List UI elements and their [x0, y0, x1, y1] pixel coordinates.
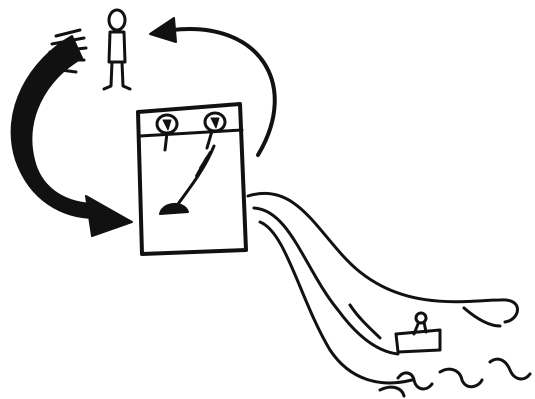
stick-figure-body [107, 30, 127, 64]
boat-mast [412, 320, 428, 336]
right-seal-mark [210, 117, 220, 129]
boat-top [414, 311, 428, 325]
wave-1 [396, 371, 434, 391]
thick-arrow-shaft [10, 35, 97, 219]
thin-arrow-shaft [170, 26, 277, 157]
stream-line-outer-top [246, 192, 519, 324]
left-seal-ribbon [163, 131, 169, 152]
wave-4 [378, 385, 406, 398]
small-boat-icon [394, 311, 442, 354]
stick-figure-head [107, 8, 127, 32]
document-with-seals-and-quill-icon [136, 102, 248, 256]
quill-feather-barbs [195, 151, 211, 177]
thick-arrow-head [85, 195, 133, 237]
document-outline [136, 102, 248, 256]
boat-hull [394, 328, 442, 354]
thin-curved-arrow [149, 17, 277, 157]
stick-figure-legs [102, 60, 132, 91]
right-seal [203, 111, 227, 133]
thin-arrow-head [149, 17, 177, 43]
thick-arrow-brush-strokes [44, 28, 88, 74]
stream-line-lower [258, 220, 414, 385]
document-header-line [138, 128, 244, 138]
flowing-stream-lines [246, 192, 519, 385]
stream-line-right-curl [462, 306, 502, 328]
wave-2 [438, 367, 484, 389]
stick-figure-icon [102, 8, 132, 91]
thick-brush-arrow [10, 28, 133, 237]
stream-line-inner [348, 303, 382, 340]
quill-feather [176, 144, 216, 206]
waves [378, 357, 532, 398]
right-seal-ribbon [205, 129, 214, 150]
left-seal-mark [162, 119, 172, 131]
inkwell [159, 203, 189, 215]
wave-3 [488, 357, 532, 381]
stream-line-middle [252, 206, 400, 356]
